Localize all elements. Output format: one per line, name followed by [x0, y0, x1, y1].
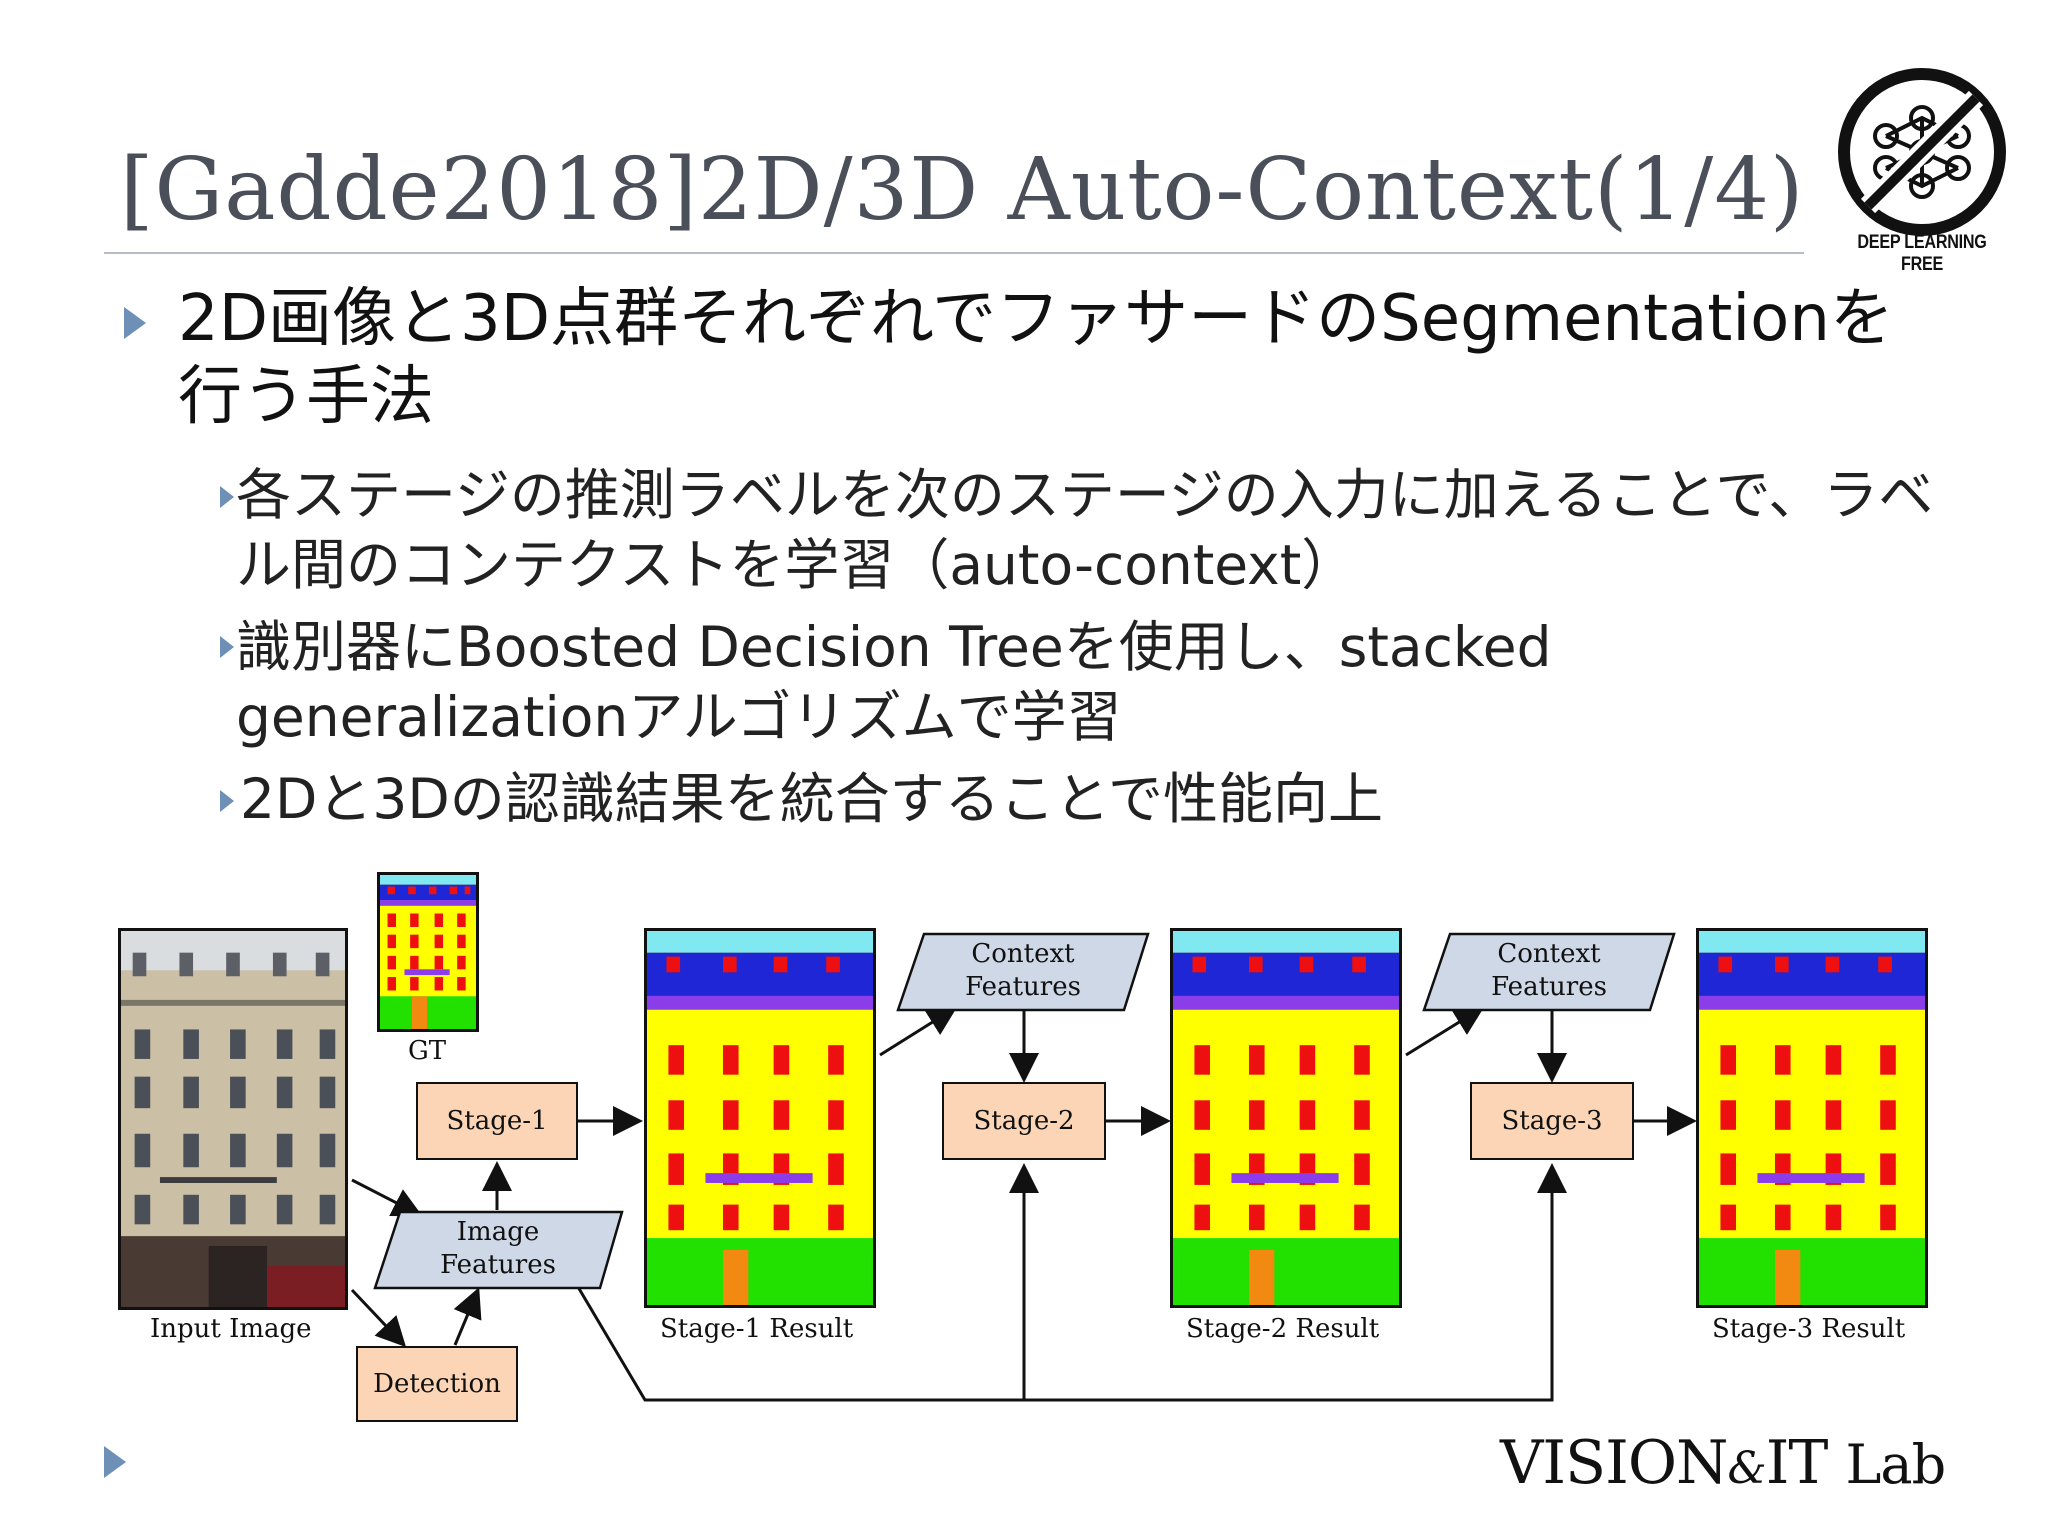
stage-3-box: Stage-3: [1470, 1082, 1634, 1160]
stage-2-result-map: [1170, 928, 1402, 1308]
stage-3-result-caption: Stage-3 Result: [1712, 1314, 1906, 1344]
stage-1-result-caption: Stage-1 Result: [660, 1314, 854, 1344]
stage-1-result-map: [644, 928, 876, 1308]
image-features-shape: [373, 1210, 624, 1290]
context-features-shape-2: [1422, 932, 1676, 1012]
logo-caption: DEEP LEARNING FREE: [1857, 232, 1987, 275]
input-facade-photo: [118, 928, 348, 1310]
context-features-shape-1: [896, 932, 1150, 1012]
stage-2-result-caption: Stage-2 Result: [1186, 1314, 1380, 1344]
main-bullet-text: 2D画像と3D点群それぞれでファサードのSegmentationを行う手法: [178, 282, 1894, 434]
sub-bullet-1: 各ステージの推測ラベルを次のステージの入力に加えることで、ラベル間のコンテクスト…: [236, 463, 1934, 597]
stage-2-box: Stage-2: [942, 1082, 1106, 1160]
bullet-marker-icon: [220, 486, 234, 508]
bullet-marker-icon: [124, 307, 146, 339]
stage-3-result-map: [1696, 928, 1928, 1308]
slide-title: [Gadde2018]2D/3D Auto-Context(1/4): [120, 140, 1805, 240]
gt-caption: GT: [408, 1036, 447, 1066]
footer-logo: VISION&IT Lab: [1500, 1428, 1946, 1498]
stage-1-box: Stage-1: [416, 1082, 578, 1160]
bullet-marker-icon: [220, 636, 234, 658]
slide-nav-marker-icon: [104, 1446, 126, 1478]
sub-bullet-3: 2Dと3Dの認識結果を統合することで性能向上: [240, 767, 1384, 831]
input-image-caption: Input Image: [150, 1314, 312, 1344]
detection-box: Detection: [356, 1346, 518, 1422]
sub-bullet-2: 識別器にBoosted Decision Treeを使用し、stacked ge…: [236, 615, 1552, 749]
title-divider: [104, 252, 1804, 254]
ground-truth-label-map: [377, 872, 479, 1032]
bullet-marker-icon: [220, 790, 234, 812]
deep-learning-free-logo: [1838, 68, 2006, 236]
